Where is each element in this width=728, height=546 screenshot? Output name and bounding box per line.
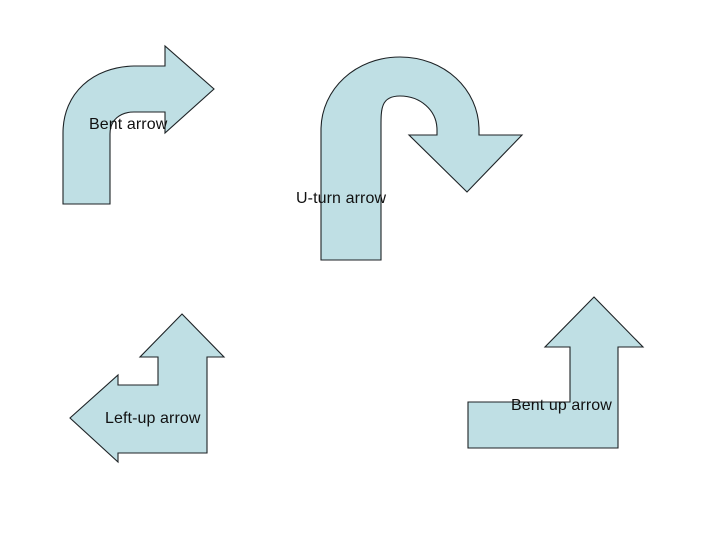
shape-label-bent-up-arrow: Bent up arrow [511, 397, 612, 414]
shape-label-bent-arrow: Bent arrow [89, 116, 168, 133]
shape-u-turn-arrow[interactable] [320, 56, 524, 261]
shape-left-up-arrow[interactable] [69, 313, 226, 464]
shape-label-left-up-arrow: Left-up arrow [105, 410, 201, 427]
shape-label-u-turn-arrow: U-turn arrow [296, 190, 387, 207]
shape-bent-arrow[interactable] [62, 44, 215, 205]
shape-bent-up-arrow[interactable] [467, 296, 645, 449]
